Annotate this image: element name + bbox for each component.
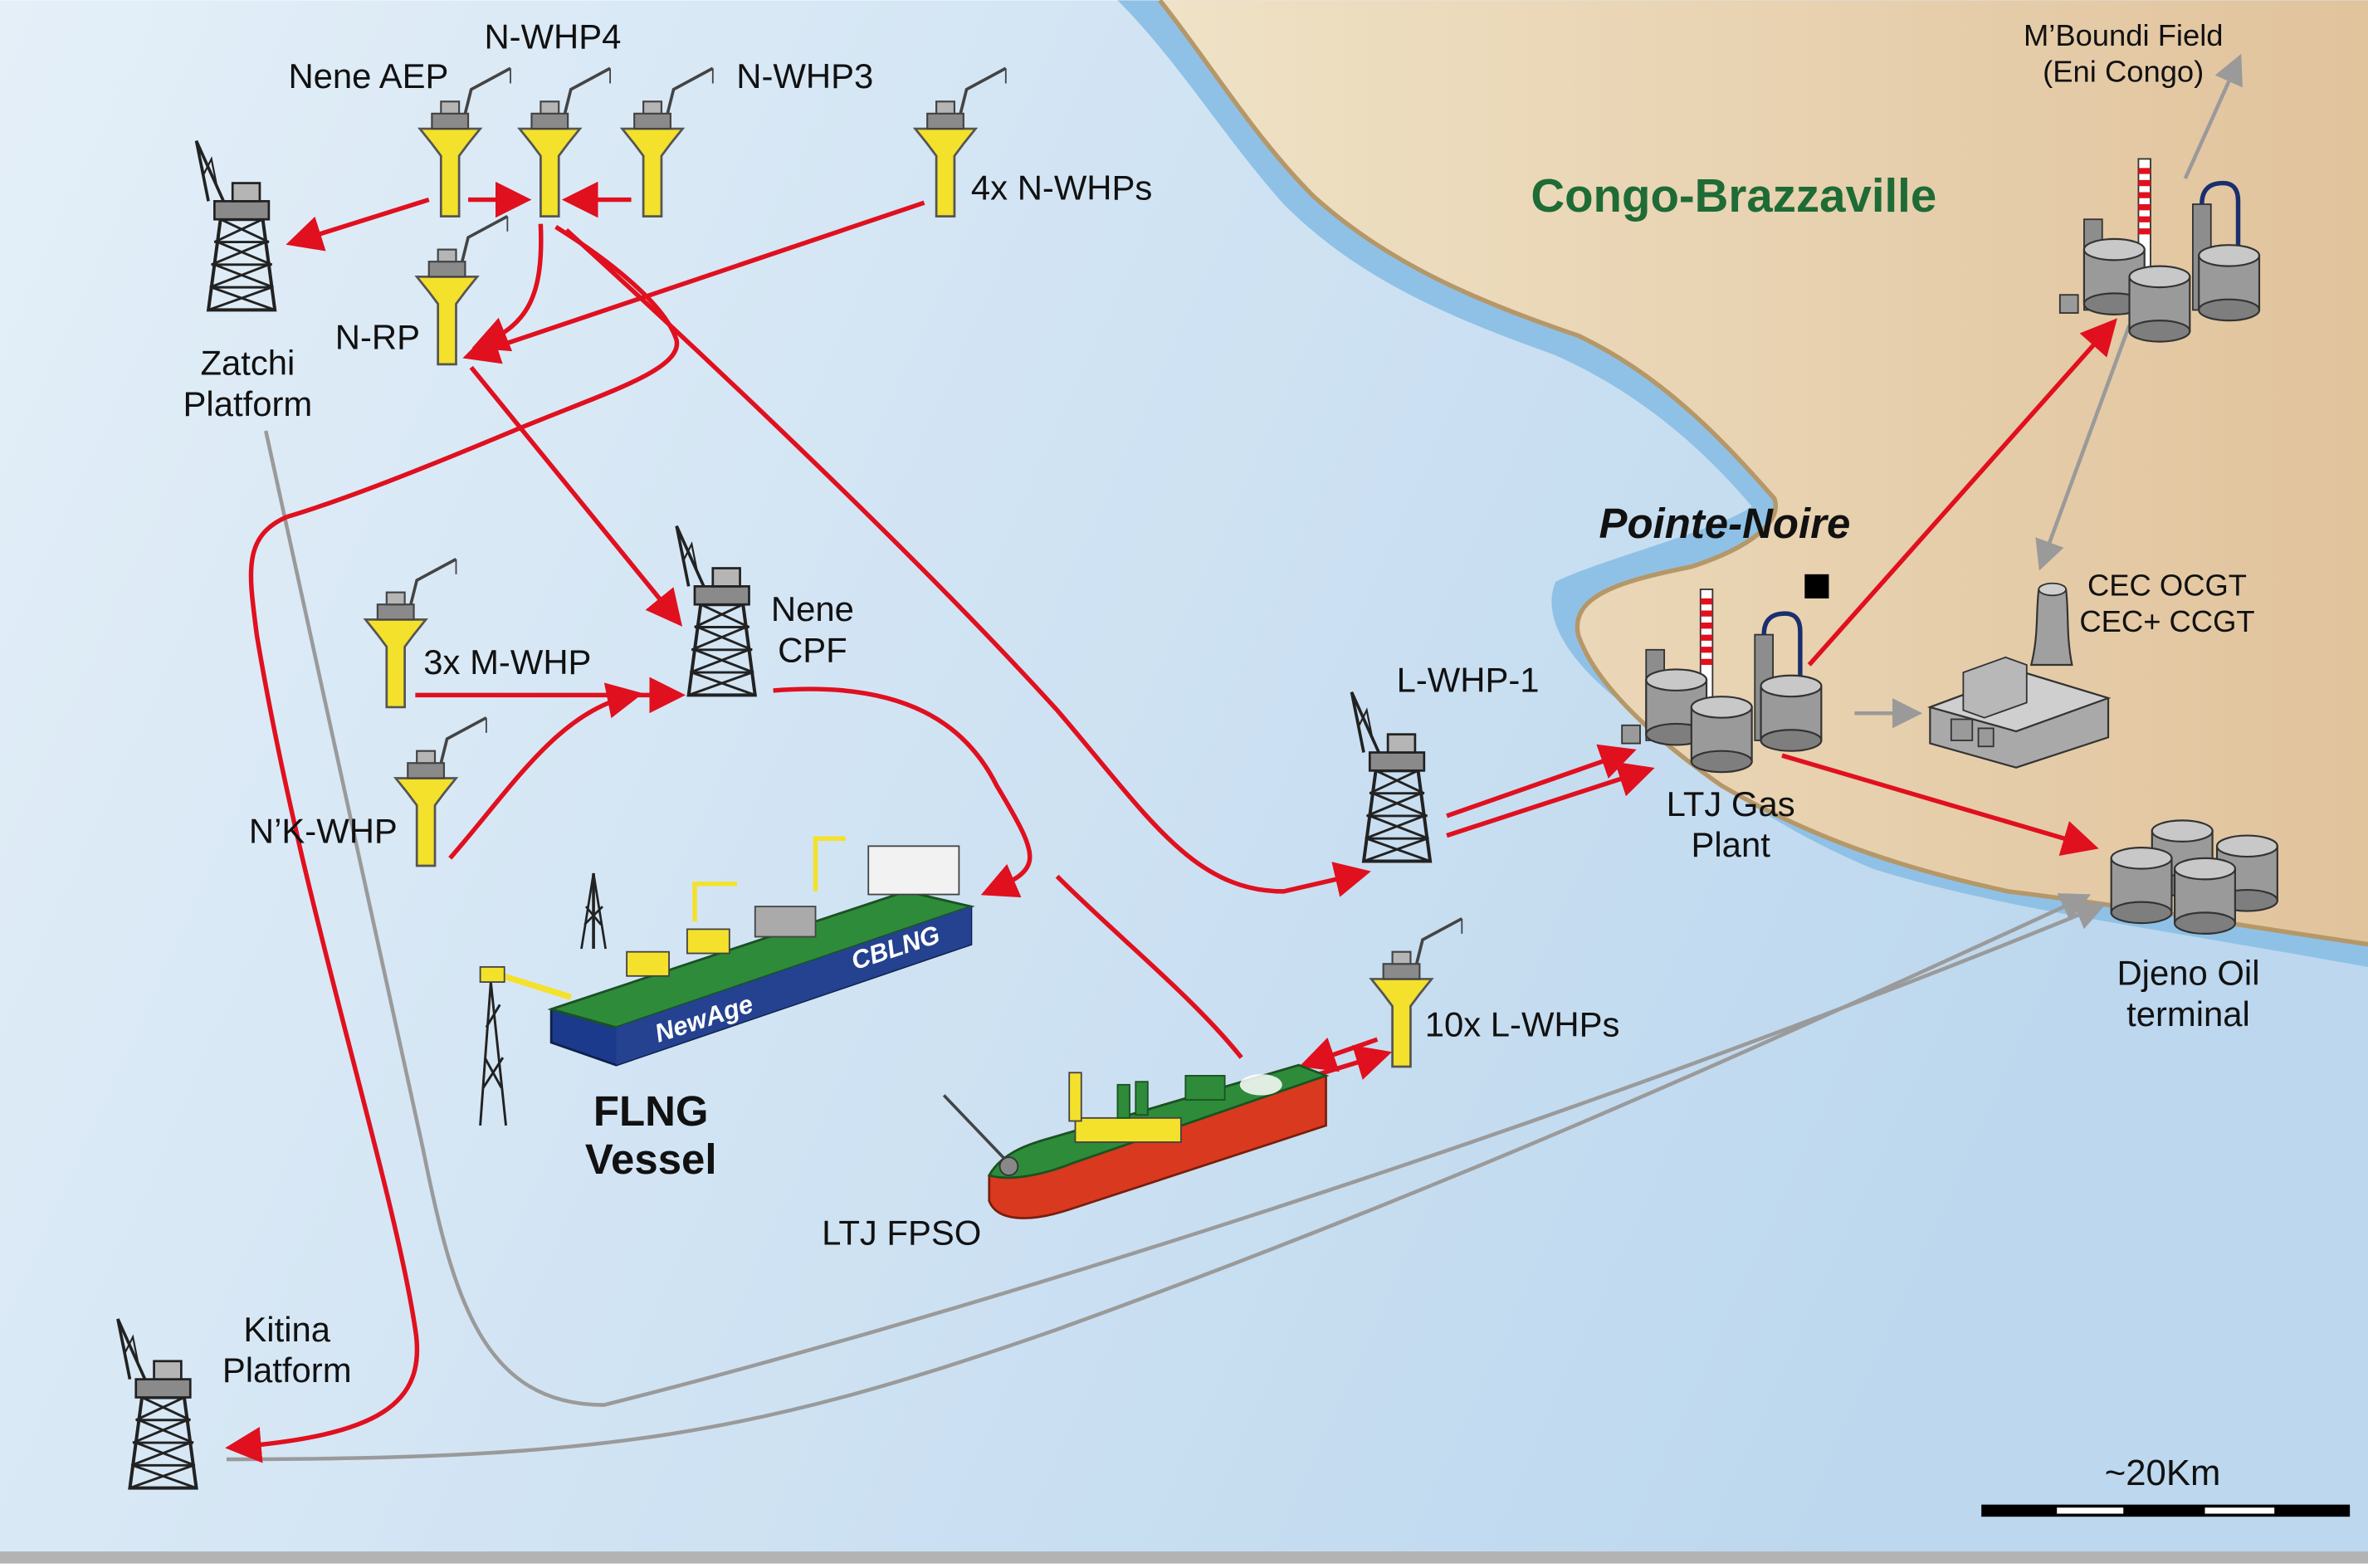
gray-pipelines	[226, 53, 2243, 1462]
label-nk-whp: N’K-WHP	[249, 812, 398, 851]
label-kitina-2: Platform	[222, 1351, 352, 1390]
label-ltj-fpso: LTJ FPSO	[822, 1214, 981, 1253]
label-mboundi-1: M’Boundi Field	[2024, 18, 2224, 52]
bottom-border	[0, 1551, 2368, 1564]
label-cec-1: CEC OCGT	[2087, 568, 2247, 602]
pointe-noire-marker	[1804, 574, 1829, 598]
red-flowlines	[225, 181, 2117, 1463]
label-kitina-1: Kitina	[243, 1310, 330, 1349]
label-n-whp4: N-WHP4	[484, 17, 621, 56]
label-zatchi-2: Platform	[183, 384, 313, 423]
label-n-whps: 4x N-WHPs	[971, 169, 1152, 208]
label-flng-1: FLNG	[593, 1087, 709, 1135]
label-nene-cpf-2: CPF	[778, 630, 847, 669]
scale-bar: ~20Km	[1981, 1453, 2351, 1517]
label-flng-2: Vessel	[585, 1136, 717, 1183]
coastline	[1158, 0, 2368, 947]
label-l-whp1: L-WHP-1	[1397, 661, 1540, 700]
label-djeno-2: terminal	[2126, 994, 2250, 1033]
city-label: Pointe-Noire	[1599, 500, 1850, 547]
label-mboundi-2: (Eni Congo)	[2043, 55, 2204, 89]
label-n-whp3: N-WHP3	[736, 56, 873, 95]
cec-power-plant-icon	[1926, 582, 2112, 769]
label-ltj-gas-1: LTJ Gas	[1667, 784, 1795, 823]
label-m-whp: 3x M-WHP	[423, 642, 591, 681]
label-zatchi-1: Zatchi	[200, 344, 295, 383]
scale-label: ~20Km	[2105, 1453, 2221, 1493]
label-nene-aep: Nene AEP	[288, 56, 448, 95]
ltj-fpso-icon	[942, 1063, 1330, 1219]
label-l-whps: 10x L-WHPs	[1425, 1005, 1620, 1044]
label-ltj-gas-2: Plant	[1691, 825, 1770, 864]
country-label: Congo-Brazzaville	[1531, 169, 1936, 222]
label-n-rp: N-RP	[335, 318, 420, 357]
label-cec-2: CEC+ CCGT	[2079, 604, 2254, 638]
label-djeno-1: Djeno Oil	[2117, 954, 2259, 993]
label-nene-cpf-1: Nene	[771, 589, 854, 628]
